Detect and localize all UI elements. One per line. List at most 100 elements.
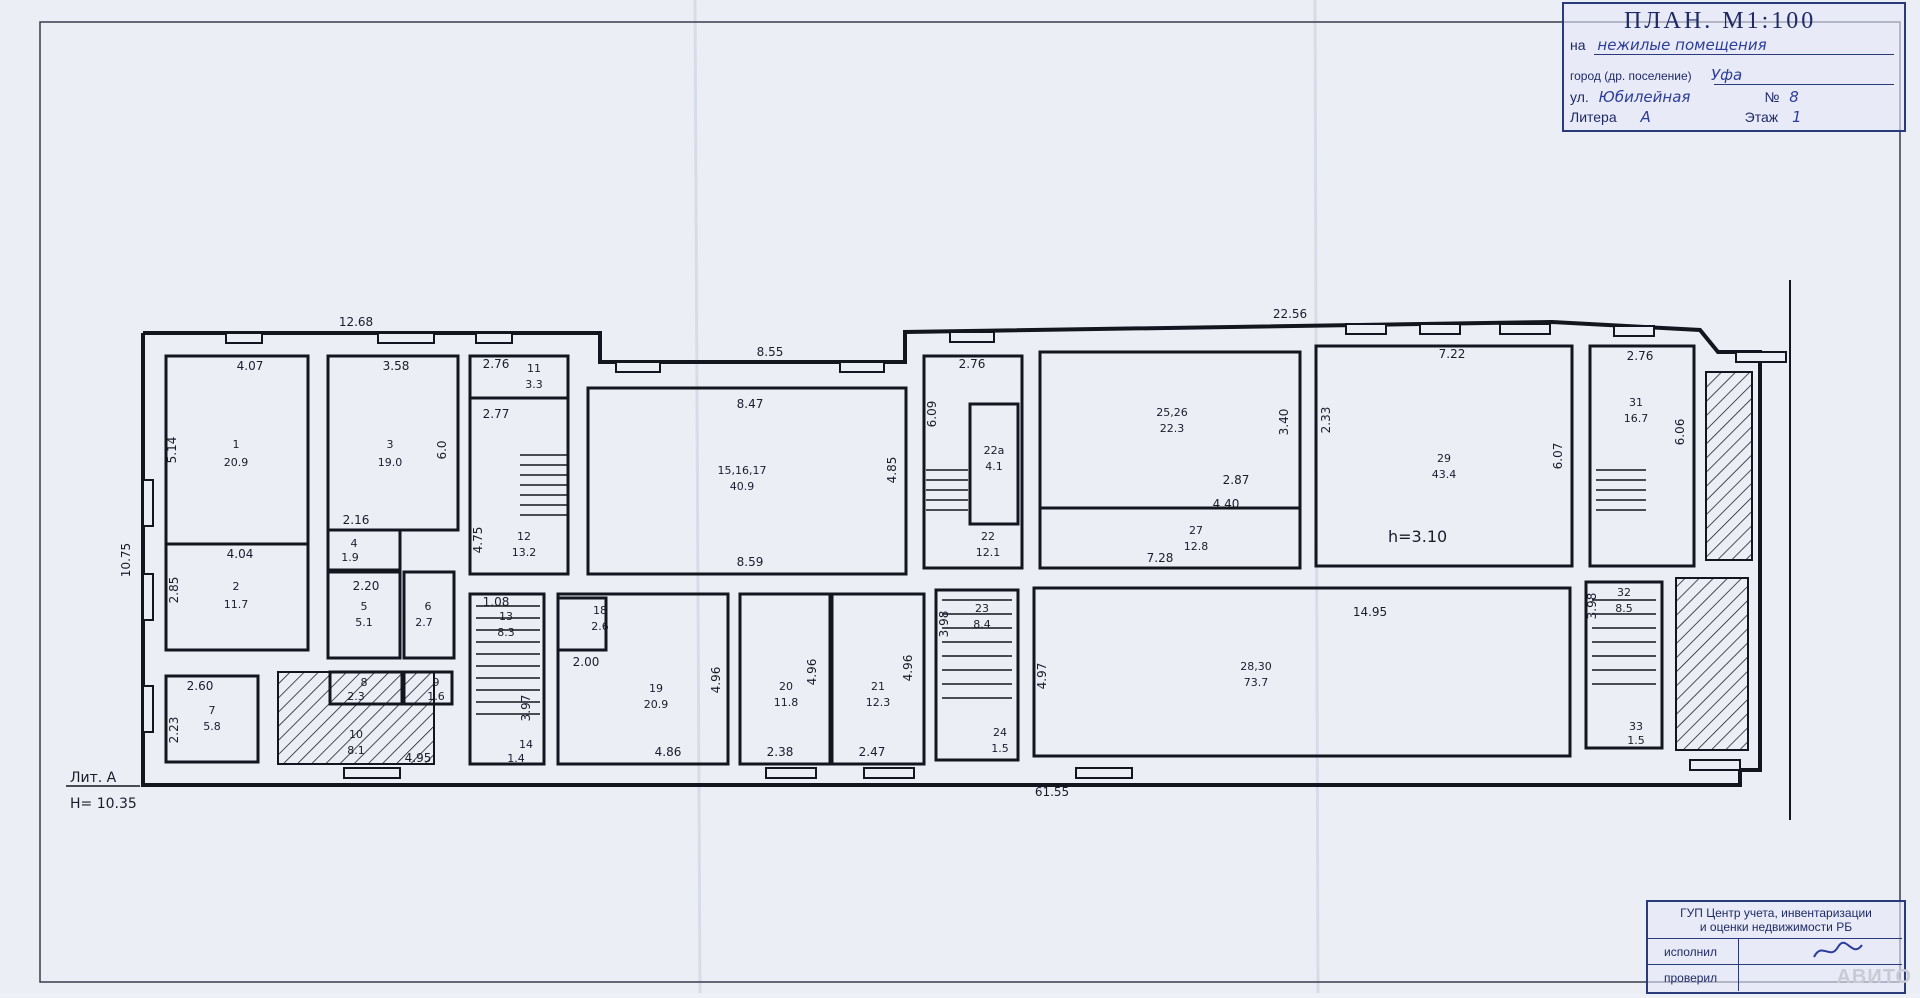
city-label: город (др. поселение): [1570, 69, 1692, 83]
room-27-walls: [1038, 506, 1302, 570]
dimension-label: 4.96: [709, 667, 723, 694]
dimension-label: 2.60: [187, 679, 214, 693]
room-area: 19.0: [378, 456, 403, 469]
windows: [142, 323, 1787, 779]
room-28-walls: [1032, 586, 1572, 758]
dimension-label: 5.14: [165, 437, 179, 464]
room-4-walls: [326, 528, 402, 572]
room-area: 20.9: [224, 456, 249, 469]
street-label: ул.: [1570, 89, 1589, 105]
organization-line-1: ГУП Центр учета, инвентаризации: [1680, 906, 1872, 920]
litera-row: Литера А Этаж 1: [1570, 108, 1802, 126]
organization-name: ГУП Центр учета, инвентаризации и оценки…: [1652, 906, 1900, 934]
room-area: 4.1: [985, 460, 1003, 473]
room-label: 23: [975, 602, 989, 615]
dimension-label: 4.86: [655, 745, 682, 759]
dimension-label: 6.06: [1673, 419, 1687, 446]
room-32-walls: [1584, 580, 1664, 750]
executed-label: исполнил: [1664, 945, 1717, 959]
room-area: 1.9: [341, 551, 359, 564]
street-row: ул. Юбилейная № 8: [1570, 88, 1799, 106]
dimension-label: 10.75: [119, 543, 133, 577]
room-area: 2.7: [415, 616, 433, 629]
dimension-label: 7.28: [1147, 551, 1174, 565]
room-area: 22.3: [1160, 422, 1185, 435]
room-area: 40.9: [730, 480, 755, 493]
room-21-walls: [830, 592, 926, 766]
organization-stamp: ГУП Центр учета, инвентаризации и оценки…: [1646, 900, 1906, 994]
room-22-walls: [922, 354, 1024, 570]
executed-row: исполнил: [1648, 938, 1902, 965]
street-value: Юбилейная: [1598, 88, 1691, 106]
room-area: 12.3: [866, 696, 891, 709]
ceiling-height-label: h=3.10: [1388, 527, 1447, 546]
dimension-label: 4.40: [1213, 497, 1240, 511]
dimension-label: 6.0: [435, 440, 449, 459]
room-label: 10: [349, 728, 363, 741]
room-area: 2.6: [591, 620, 609, 633]
dimension-label: 2.76: [1627, 349, 1654, 363]
dimension-label: 2.38: [767, 745, 794, 759]
room-label: 2: [233, 580, 240, 593]
number-value: 8: [1789, 88, 1799, 106]
room-23-walls: [934, 588, 1020, 762]
room-area: 3.3: [525, 378, 543, 391]
room-area: 8.3: [497, 626, 515, 639]
room-area: 8.5: [1615, 602, 1633, 615]
city-value: Уфа: [1711, 66, 1743, 84]
dimension-label: 2.16: [343, 513, 370, 527]
height-label: Н= 10.35: [70, 796, 137, 812]
stairs: [476, 454, 1656, 715]
room-area: 2.3: [347, 690, 365, 703]
room-label: 22: [981, 530, 995, 543]
room-8-walls: [328, 670, 404, 706]
room-labels: 1 20.9 2 11.7 3 19.0 4 1.9 5 5.1 6 2.7 7…: [203, 362, 1648, 765]
room-label: 4: [351, 537, 358, 550]
dimension-label: 2.76: [483, 357, 510, 371]
dimension-label: 2.76: [959, 357, 986, 371]
dimension-label: 3.97: [519, 695, 533, 722]
dimension-label: 2.47: [859, 745, 886, 759]
room-label: 33: [1629, 720, 1643, 733]
hatched-block-upper: [1705, 371, 1753, 561]
room-area: 11.7: [224, 598, 249, 611]
dimension-label: 6.09: [925, 401, 939, 428]
room-10-hatch: [277, 671, 435, 765]
sheet-border: [39, 21, 1901, 983]
room-area: 5.1: [355, 616, 373, 629]
title-stamp: ПЛАН. М1:100 на нежилые помещения город …: [1562, 2, 1906, 132]
dimension-label: 2.33: [1319, 407, 1333, 434]
room-5-walls: [326, 570, 402, 660]
room-area: 1.4: [507, 752, 525, 765]
hatched-block-lower: [1675, 577, 1749, 751]
room-2-walls: [164, 542, 310, 652]
purpose-label: на: [1570, 37, 1586, 53]
room-area: 73.7: [1244, 676, 1269, 689]
room-area: 13.2: [512, 546, 537, 559]
room-20-walls: [738, 592, 832, 766]
dimension-label: 2.23: [167, 717, 181, 744]
room-area: 20.9: [644, 698, 669, 711]
dimension-label: 4.97: [1035, 663, 1049, 690]
dimension-label: 4.85: [885, 457, 899, 484]
room-label: 21: [871, 680, 885, 693]
dimension-label: 4.96: [805, 659, 819, 686]
room-31-walls: [1588, 344, 1696, 568]
room-area: 16.7: [1624, 412, 1649, 425]
room-area: 1.5: [1627, 734, 1645, 747]
dimension-label: 12.68: [339, 315, 373, 329]
litera-value: А: [1640, 108, 1651, 126]
dimension-label: 8.55: [757, 345, 784, 359]
floor-label: Этаж: [1744, 109, 1779, 125]
room-label: 3: [387, 438, 394, 451]
dimension-labels: 12.68 8.55 22.56 61.55 10.75 4.07 5.14 4…: [119, 307, 1687, 799]
stamp-title: ПЛАН. М1:100: [1624, 8, 1817, 34]
dimension-label: 3.58: [383, 359, 410, 373]
dimension-label: 1.08: [483, 595, 510, 609]
dimension-label: 4.75: [471, 527, 485, 554]
dimension-label: 6.07: [1551, 443, 1565, 470]
organization-line-2: и оценки недвижимости РБ: [1699, 920, 1853, 934]
room-label: 15,16,17: [718, 464, 767, 477]
